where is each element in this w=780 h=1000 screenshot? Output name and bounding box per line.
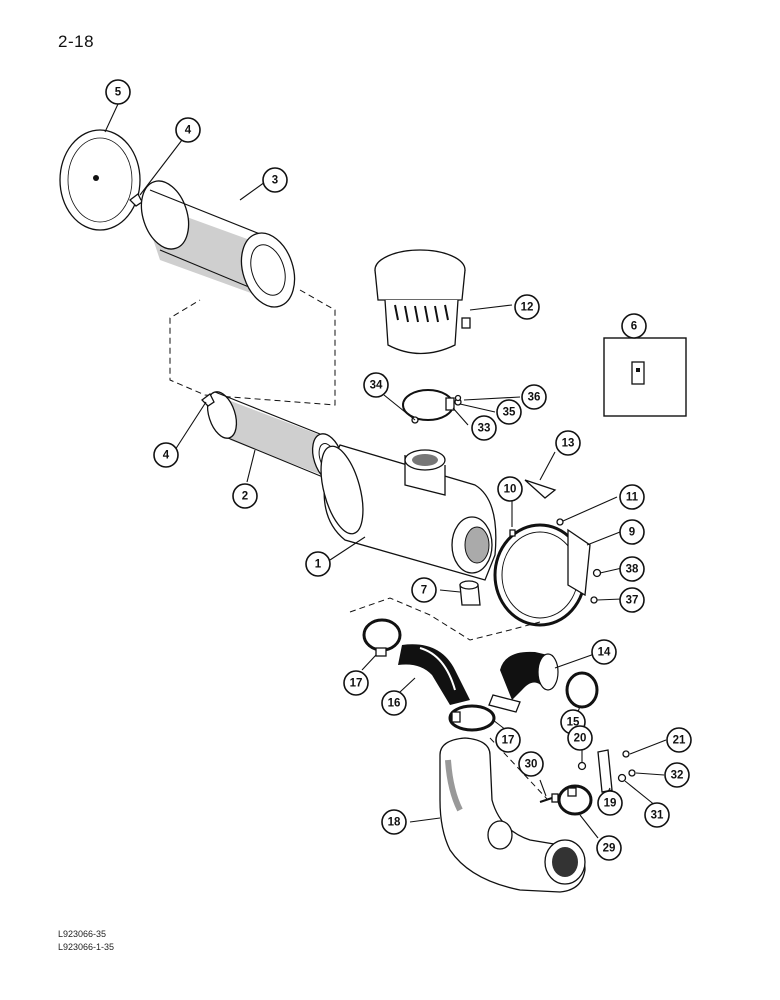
callout-label: 15	[567, 717, 580, 729]
band-clamp-part	[493, 523, 591, 627]
callout-2: 2	[232, 483, 258, 509]
callout-37: 37	[619, 587, 645, 613]
callout-label: 1	[315, 559, 322, 571]
bracket-19-part	[597, 749, 613, 793]
footer-code-1: L923066-35	[58, 929, 107, 939]
page-number: 2-18	[58, 32, 95, 51]
callout-label: 31	[651, 810, 664, 822]
callout-label: 33	[478, 423, 491, 435]
air-cleaner-body-part	[320, 444, 497, 581]
callout-34: 34	[363, 372, 389, 398]
callout-6: 6	[621, 313, 647, 339]
callout-label: 2	[242, 491, 248, 503]
callout-4: 4	[153, 442, 179, 468]
hose-clamp-15-part	[565, 671, 599, 709]
assembly-dashed-line	[169, 289, 336, 406]
rubber-elbow-hose-14-part	[500, 651, 559, 700]
callout-label: 7	[421, 585, 427, 597]
callout-13: 13	[555, 430, 581, 456]
callout-label: 17	[350, 678, 363, 690]
callout-38: 38	[619, 556, 645, 582]
hose-coupling-part	[488, 694, 521, 713]
callout-label: 35	[503, 407, 516, 419]
callout-label: 10	[504, 484, 517, 496]
callout-4: 4	[175, 117, 201, 143]
callout-35: 35	[496, 399, 522, 425]
callout-5: 5	[105, 79, 131, 105]
hose-dashed-line	[349, 597, 541, 641]
bolt-30-part	[539, 793, 559, 803]
precleaner-part	[374, 249, 471, 355]
callout-20: 20	[567, 725, 593, 751]
callout-3: 3	[262, 167, 288, 193]
outer-filter-part	[140, 180, 296, 308]
callout-17: 17	[495, 727, 521, 753]
callout-14: 14	[591, 639, 617, 665]
callout-11: 11	[619, 484, 645, 510]
intake-pipe-part	[439, 737, 586, 893]
hose-clamp-lower-part	[448, 704, 496, 732]
callout-label: 3	[272, 175, 278, 187]
callout-10: 10	[497, 476, 523, 502]
pipe-clamp-part	[557, 784, 593, 816]
callout-label: 9	[629, 527, 635, 539]
callout-17: 17	[343, 670, 369, 696]
vacuator-valve-part	[459, 580, 481, 606]
callout-label: 34	[370, 380, 383, 392]
clamp-band-part	[402, 389, 462, 424]
callout-label: 14	[598, 647, 611, 659]
callout-30: 30	[518, 751, 544, 777]
callout-16: 16	[381, 690, 407, 716]
cover-part	[59, 129, 141, 231]
callout-label: 11	[626, 492, 639, 504]
footer-code-2: L923066-1-35	[58, 942, 115, 952]
callout-label: 20	[574, 733, 587, 745]
callout-7: 7	[411, 577, 437, 603]
callout-32: 32	[664, 762, 690, 788]
callout-18: 18	[381, 809, 407, 835]
callout-label: 13	[562, 438, 575, 450]
rubber-elbow-hose-part	[398, 644, 470, 705]
callout-label: 29	[603, 843, 616, 855]
callout-19: 19	[597, 790, 623, 816]
callout-label: 32	[671, 770, 684, 782]
callout-label: 18	[388, 817, 401, 829]
fasteners-group	[509, 479, 602, 604]
callout-label: 37	[626, 595, 639, 607]
callout-label: 12	[521, 302, 534, 314]
nuts-group	[577, 750, 636, 783]
inset-box-part	[603, 337, 687, 417]
callout-36: 36	[521, 384, 547, 410]
callout-label: 38	[626, 564, 639, 576]
callout-label: 6	[631, 321, 637, 333]
callout-label: 16	[388, 698, 401, 710]
callout-label: 21	[673, 735, 686, 747]
inner-filter-part	[206, 391, 345, 483]
hose-clamp-upper-part	[362, 618, 402, 657]
callout-label: 17	[502, 735, 515, 747]
callout-1: 1	[305, 551, 331, 577]
callout-12: 12	[514, 294, 540, 320]
callout-29: 29	[596, 835, 622, 861]
callout-label: 4	[185, 125, 192, 137]
callout-label: 5	[115, 87, 122, 99]
callout-label: 19	[604, 798, 617, 810]
callout-21: 21	[666, 727, 692, 753]
callout-31: 31	[644, 802, 670, 828]
callout-9: 9	[619, 519, 645, 545]
leader-lines	[104, 103, 667, 839]
callout-label: 36	[528, 392, 541, 404]
callout-label: 4	[163, 450, 170, 462]
callout-label: 30	[525, 759, 538, 771]
callout-33: 33	[471, 415, 497, 441]
